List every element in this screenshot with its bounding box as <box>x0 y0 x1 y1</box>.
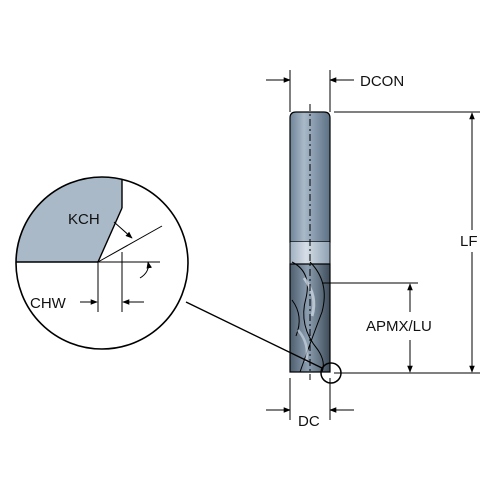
detail-leader-line <box>185 301 323 369</box>
end-mill-tool <box>289 104 331 380</box>
detail-circle-outline <box>15 176 189 350</box>
chw-label: CHW <box>30 295 67 312</box>
lf-dimension: LF <box>334 111 480 374</box>
corner-marker-circle <box>320 362 342 384</box>
dcon-label: DCON <box>360 73 404 90</box>
dc-dimension: DC <box>266 378 354 430</box>
magnify-indicator <box>185 301 342 384</box>
dcon-dimension: DCON <box>266 70 404 112</box>
lf-label: LF <box>460 233 478 250</box>
dc-label: DC <box>298 413 320 430</box>
corner-detail-view: KCH CHW <box>15 176 189 350</box>
tool-shank-transition <box>290 242 330 264</box>
kch-label: KCH <box>68 211 100 228</box>
tool-shank <box>289 111 331 243</box>
apmx-lu-dimension: APMX/LU <box>322 282 432 373</box>
apmx-lu-label: APMX/LU <box>366 318 432 335</box>
